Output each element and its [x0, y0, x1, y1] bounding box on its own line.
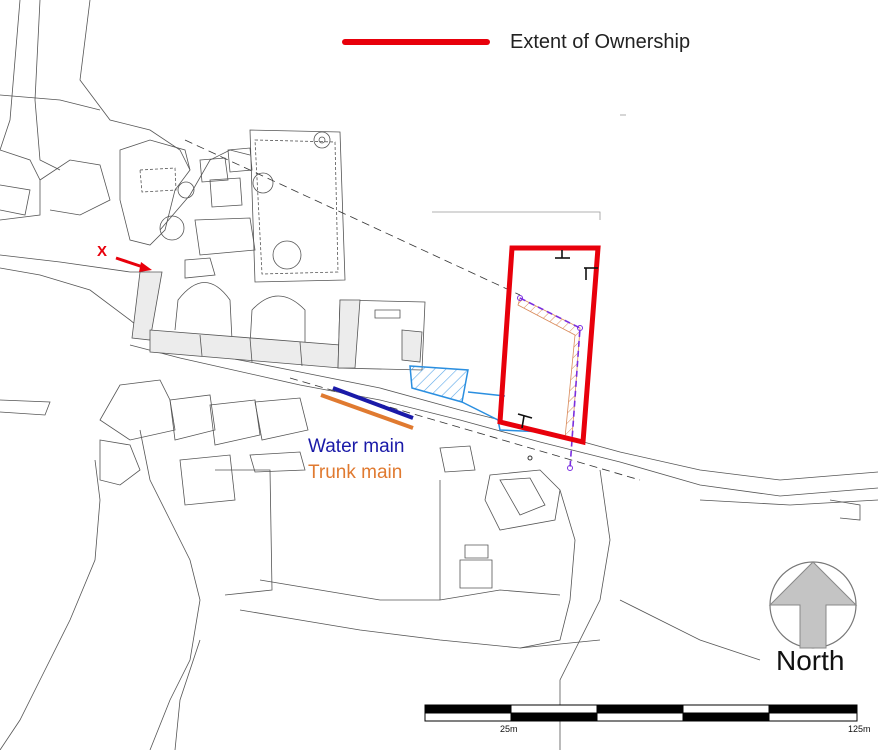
scale-bar: [424, 704, 858, 722]
north-label: North: [776, 645, 845, 676]
purple-dashed-line: [519, 297, 581, 469]
north-arrow-icon: [768, 561, 858, 649]
legend-ownership-label: Extent of Ownership: [510, 31, 691, 53]
t-markers: [517, 250, 598, 429]
trunk-main-label: Trunk main: [308, 462, 403, 483]
x-marker-arrow-icon: [115, 256, 152, 272]
blue-hatched-area: [409, 365, 569, 439]
x-marker-label: X: [97, 243, 108, 260]
scale-tick-125: 125m: [848, 724, 871, 734]
scale-tick-25: 25m: [500, 724, 518, 734]
water-main-label: Water main: [308, 436, 405, 457]
ownership-boundary: [497, 245, 601, 446]
water-main-line: [332, 386, 414, 420]
trunk-main-line: [320, 393, 414, 430]
